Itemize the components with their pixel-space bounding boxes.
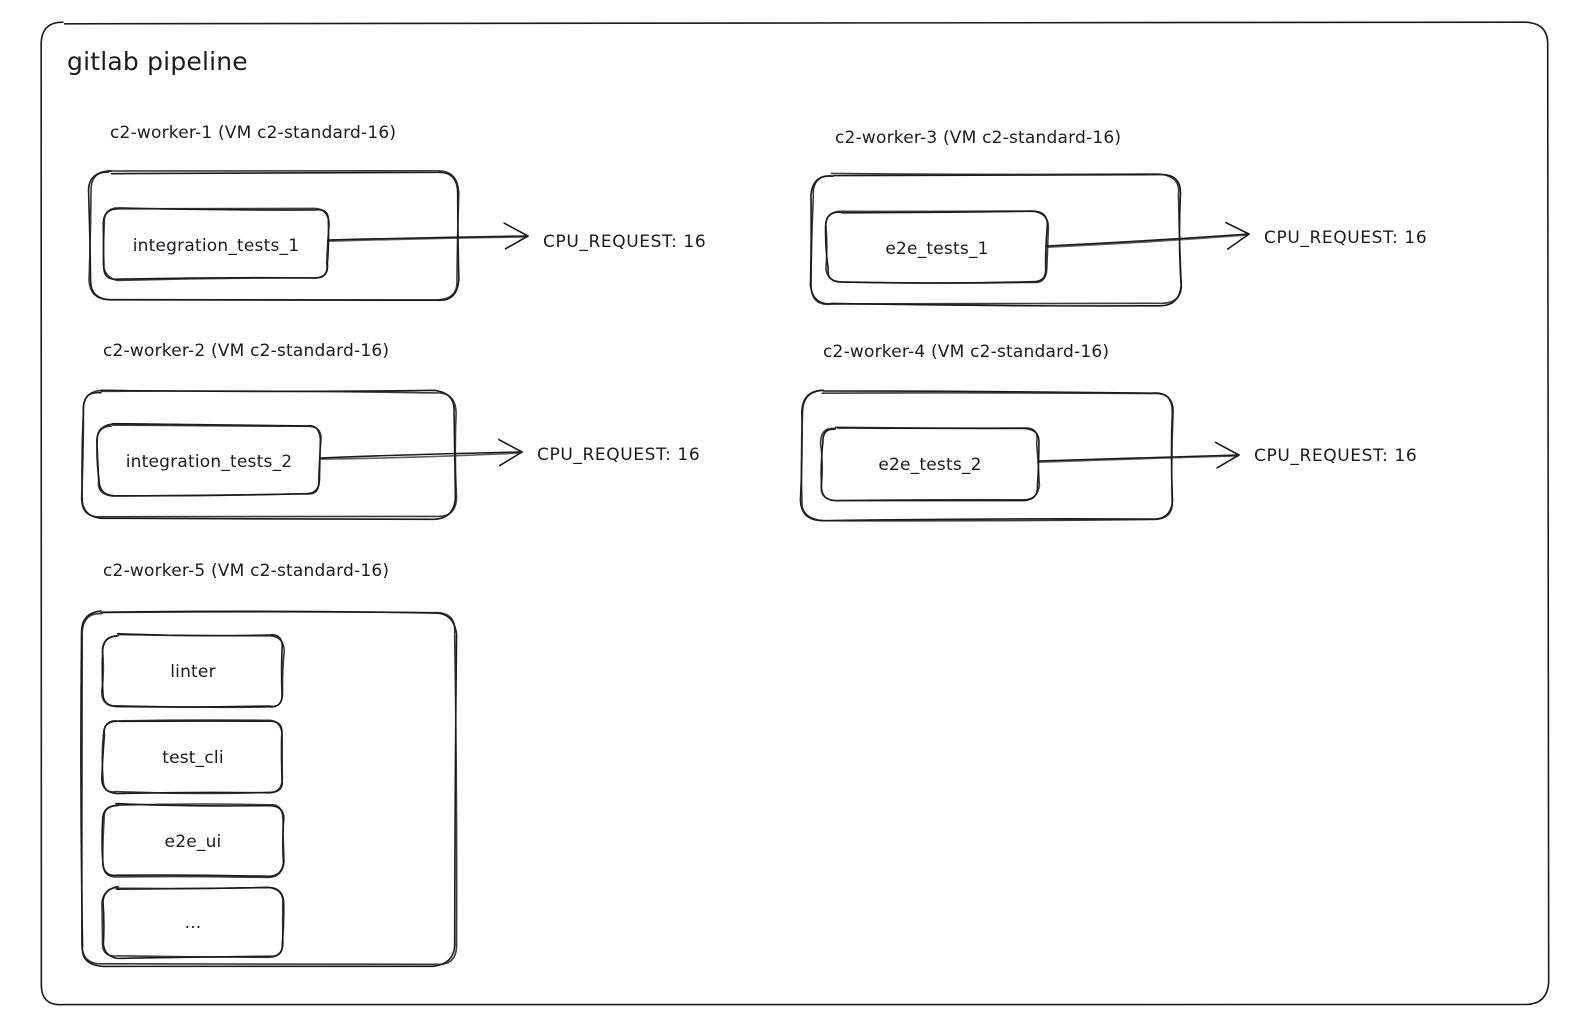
worker-label-5: c2-worker-5 (VM c2-standard-16) — [103, 561, 390, 581]
job-box-e2e_tests_1 — [825, 210, 1050, 284]
job-label-e2e_tests_1: e2e_tests_1 — [885, 239, 989, 259]
job-label-...: ... — [184, 913, 202, 933]
cpu-request-label-4: CPU_REQUEST: 16 — [1254, 446, 1418, 466]
job-box-e2e_ui — [101, 803, 285, 879]
job-label-integration_tests_2: integration_tests_2 — [125, 452, 293, 472]
job-box-... — [101, 885, 284, 959]
job-label-e2e_tests_2: e2e_tests_2 — [878, 455, 982, 475]
cpu-request-arrow-4-shaft — [1037, 454, 1240, 462]
worker-box-4 — [800, 389, 1174, 522]
job-box-integration_tests_2 — [95, 424, 322, 497]
worker-label-4: c2-worker-4 (VM c2-standard-16) — [823, 342, 1110, 362]
cpu-request-arrow-3-head — [1225, 221, 1250, 250]
job-box-linter — [101, 632, 283, 708]
cpu-request-arrow-4-shaft — [1038, 455, 1239, 463]
job-label-integration_tests_1: integration_tests_1 — [132, 236, 300, 256]
worker-box-2 — [80, 389, 458, 518]
worker-box-5 — [80, 610, 458, 966]
worker-label-2: c2-worker-2 (VM c2-standard-16) — [103, 341, 390, 361]
worker-box-3 — [809, 173, 1182, 307]
worker-box-3 — [810, 172, 1183, 306]
cpu-request-arrow-2-shaft — [320, 452, 522, 460]
job-label-linter: linter — [170, 662, 216, 682]
cpu-request-arrow-1-shaft — [328, 236, 528, 242]
cpu-request-arrow-3-shaft — [1047, 234, 1249, 248]
pipeline-frame — [40, 21, 1550, 1006]
cpu-request-arrow-1-shaft — [327, 235, 529, 241]
cpu-request-label-2: CPU_REQUEST: 16 — [537, 445, 701, 465]
cpu-request-arrow-1-head — [503, 222, 529, 250]
cpu-request-label-1: CPU_REQUEST: 16 — [543, 232, 707, 252]
cpu-request-arrow-2-head — [498, 438, 523, 467]
worker-box-5 — [80, 610, 458, 968]
worker-label-3: c2-worker-3 (VM c2-standard-16) — [835, 128, 1122, 148]
cpu-request-arrow-4-head — [1214, 441, 1240, 469]
pipeline-title: gitlab pipeline — [67, 47, 248, 76]
worker-box-1 — [88, 169, 460, 301]
job-label-e2e_ui: e2e_ui — [164, 832, 222, 852]
cpu-request-arrow-3-shaft — [1046, 233, 1250, 247]
job-box-test_cli — [101, 719, 284, 795]
worker-label-1: c2-worker-1 (VM c2-standard-16) — [110, 123, 397, 143]
job-box-integration_tests_1 — [102, 206, 331, 282]
cpu-request-label-3: CPU_REQUEST: 16 — [1264, 228, 1428, 248]
job-label-test_cli: test_cli — [162, 748, 224, 768]
job-box-linter — [100, 633, 286, 709]
cpu-request-arrow-2-shaft — [319, 451, 523, 459]
job-box-e2e_tests_2 — [819, 426, 1041, 502]
